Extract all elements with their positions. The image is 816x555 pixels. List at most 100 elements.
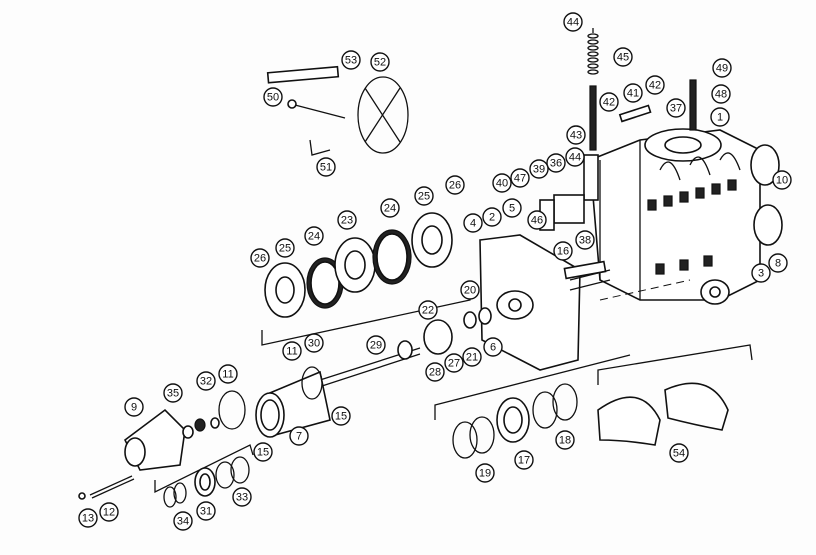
callout-circle [253, 442, 273, 462]
callout-16: 16 [553, 241, 573, 261]
callout-circle [304, 333, 324, 353]
callout-number: 18 [559, 435, 571, 447]
callout-44: 44 [565, 147, 585, 167]
callout-number: 54 [673, 448, 685, 460]
callout-53: 53 [341, 50, 361, 70]
spring-assembly [583, 28, 697, 201]
callout-29: 29 [366, 335, 386, 355]
callout-circle [710, 107, 730, 127]
callout-24: 24 [380, 198, 400, 218]
callout-number: 22 [422, 305, 434, 317]
callout-number: 9 [131, 402, 137, 414]
callout-34: 34 [173, 511, 193, 531]
callout-number: 27 [448, 358, 460, 370]
callout-number: 32 [200, 376, 212, 388]
callout-22: 22 [418, 300, 438, 320]
callout-3: 3 [751, 263, 771, 283]
callout-24: 24 [304, 226, 324, 246]
callout-circle [546, 153, 566, 173]
callout-number: 25 [418, 191, 430, 203]
callout-circle [492, 173, 512, 193]
seal-kit-middle [434, 354, 631, 459]
callout-circle [482, 207, 502, 227]
callout-number: 37 [670, 103, 682, 115]
cam-ring-kit [597, 344, 753, 446]
callout-30: 30 [304, 333, 324, 353]
callout-number: 41 [627, 88, 639, 100]
callout-circle [575, 230, 595, 250]
callout-23: 23 [337, 210, 357, 230]
callout-50: 50 [263, 87, 283, 107]
callout-number: 35 [167, 388, 179, 400]
callout-26: 26 [445, 175, 465, 195]
callout-9: 9 [124, 397, 144, 417]
callout-number: 11 [222, 369, 233, 381]
callout-17: 17 [514, 450, 534, 470]
callout-circle [78, 508, 98, 528]
callout-circle [483, 337, 503, 357]
callout-number: 26 [449, 180, 461, 192]
callout-circle [768, 253, 788, 273]
callout-circle [463, 213, 483, 233]
callout-circle [425, 362, 445, 382]
callout-18: 18 [555, 430, 575, 450]
callout-number: 15 [335, 411, 347, 423]
callout-8: 8 [768, 253, 788, 273]
callout-number: 26 [254, 253, 266, 265]
callout-circle [250, 248, 270, 268]
callout-circle [275, 238, 295, 258]
callout-circle [445, 175, 465, 195]
callout-number: 1 [717, 112, 723, 124]
callout-circle [366, 335, 386, 355]
callout-circle [645, 75, 665, 95]
callout-number: 16 [557, 246, 569, 258]
callout-12: 12 [99, 502, 119, 522]
callout-number: 47 [514, 173, 526, 185]
callout-49: 49 [712, 58, 732, 78]
callout-circle [380, 198, 400, 218]
callout-circle [566, 125, 586, 145]
callout-40: 40 [492, 173, 512, 193]
callout-circle [414, 186, 434, 206]
callout-circle [337, 210, 357, 230]
callout-54: 54 [669, 443, 689, 463]
callout-48: 48 [711, 84, 731, 104]
callout-32: 32 [196, 371, 216, 391]
callout-44: 44 [563, 12, 583, 32]
callout-4: 4 [463, 213, 483, 233]
callout-circle [316, 157, 336, 177]
callout-2: 2 [482, 207, 502, 227]
callout-circle [163, 383, 183, 403]
callout-circle [475, 463, 495, 483]
callout-15: 15 [253, 442, 273, 462]
callout-number: 21 [466, 352, 478, 364]
front-cover [78, 390, 246, 500]
callout-number: 10 [776, 175, 788, 187]
callout-number: 5 [509, 203, 515, 215]
callout-38: 38 [575, 230, 595, 250]
callout-circle [282, 341, 302, 361]
callout-number: 29 [370, 340, 382, 352]
callout-circle [289, 426, 309, 446]
callout-number: 44 [569, 152, 581, 164]
callout-number: 7 [296, 431, 302, 443]
callout-26: 26 [250, 248, 270, 268]
cylinder-housing [255, 366, 331, 438]
callout-42: 42 [599, 92, 619, 112]
callout-circle [510, 168, 530, 188]
callout-31: 31 [196, 501, 216, 521]
callout-circle [370, 52, 390, 72]
callout-circle [341, 50, 361, 70]
callout-number: 50 [267, 92, 279, 104]
callout-circle [613, 47, 633, 67]
callout-39: 39 [529, 159, 549, 179]
drive-shaft [319, 269, 611, 387]
callout-circle [173, 511, 193, 531]
callout-number: 8 [775, 258, 781, 270]
callout-20: 20 [460, 280, 480, 300]
callout-number: 30 [308, 338, 320, 350]
callout-circle [565, 147, 585, 167]
callout-circle [712, 58, 732, 78]
